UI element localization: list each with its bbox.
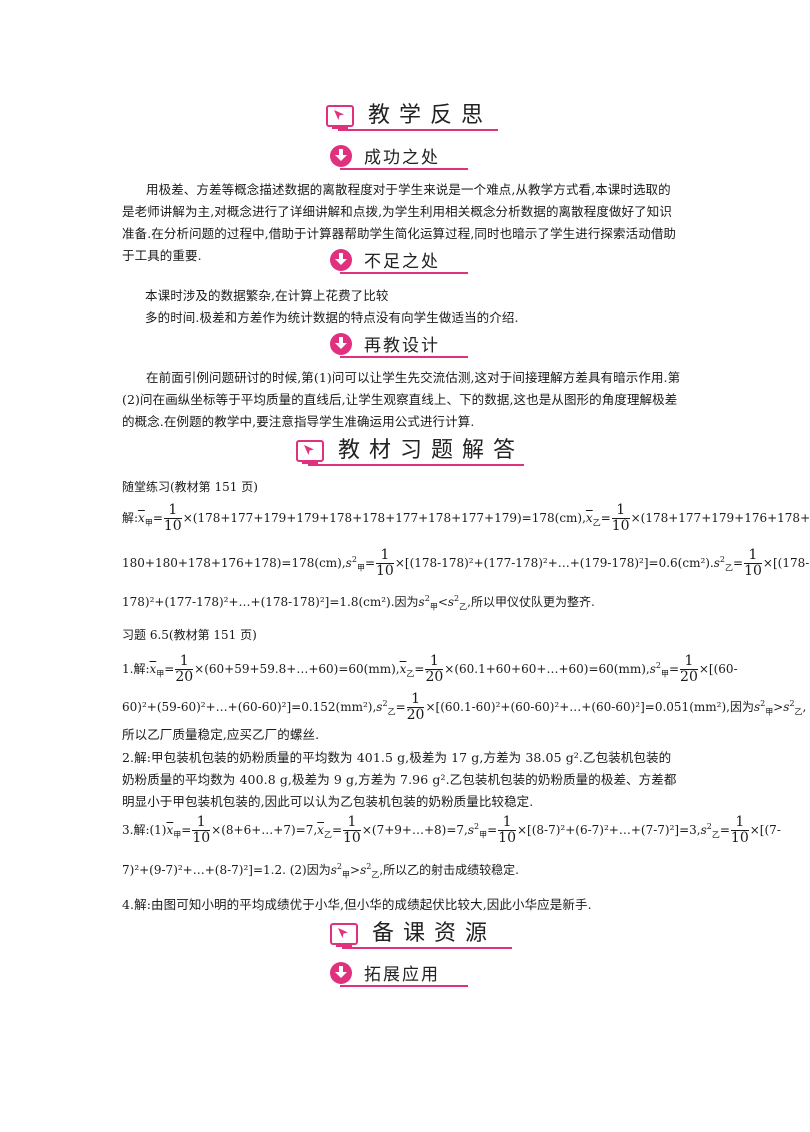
paragraph-shortcomings-2: 多的时间.极差和方差作为统计数据的特点没有向学生做适当的介绍. [145, 310, 519, 325]
paragraph-shortcomings-1: 本课时涉及的数据繁杂,在计算上花费了比较 [145, 288, 389, 303]
section-title: 教材习题解答 [338, 438, 525, 463]
section-header-textbook-answers: 教材习题解答 [296, 438, 526, 478]
sub-title: 成功之处 [364, 148, 440, 168]
section-underline [342, 947, 512, 949]
sub-title: 拓展应用 [364, 965, 440, 985]
section-underline [308, 464, 524, 466]
monitor-icon [326, 105, 354, 129]
paragraph-success: 用极差、方差等概念描述数据的离散程度对于学生来说是一个难点,从教学方式看,本课时… [122, 182, 677, 263]
sub-header-success: 成功之处 [330, 145, 480, 175]
sub-header-shortcomings: 不足之处 [330, 249, 480, 279]
section-title: 教学反思 [368, 103, 493, 128]
download-arrow-icon [330, 962, 352, 984]
exercise-heading-1: 随堂练习(教材第 151 页) [122, 480, 258, 494]
section-title: 备课资源 [372, 921, 497, 946]
sub-underline [340, 272, 468, 274]
sub-title: 不足之处 [364, 252, 440, 272]
monitor-icon [330, 923, 358, 947]
section-header-teaching-reflection: 教学反思 [326, 103, 506, 143]
solution-line-3: 178)²+(177-178)²+…+(178-178)²]=1.8(cm²).… [122, 594, 595, 612]
q2-solution: 2.解:甲包装机包装的奶粉质量的平均数为 401.5 g,极差为 17 g,方差… [122, 750, 677, 809]
sub-header-extended-application: 拓展应用 [330, 962, 480, 992]
q1-conclusion: 所以乙厂质量稳定,应买乙厂的螺丝. [122, 727, 320, 742]
paragraph-redesign: 在前面引例问题研讨的时候,第(1)问可以让学生先交流估测,这对于间接理解方差具有… [122, 370, 681, 429]
download-arrow-icon [330, 249, 352, 271]
sub-underline [340, 985, 468, 987]
q4-solution: 4.解:由图可知小明的平均成绩优于小华,但小华的成绩起伏比较大,因此小华应是新手… [122, 897, 592, 912]
sub-underline [340, 168, 468, 170]
q1-line-2: 60)²+(59-60)²+…+(60-60)²]=0.152(mm²),s2乙… [122, 691, 807, 723]
q3-line-2: 7)²+(9-7)²+…+(8-7)²]=1.2. (2)因为s2甲>s2乙,所… [122, 862, 519, 880]
download-arrow-icon [330, 333, 352, 355]
sub-header-redesign: 再教设计 [330, 333, 480, 363]
sub-title: 再教设计 [364, 336, 440, 356]
monitor-icon [296, 440, 324, 464]
sub-underline [340, 356, 468, 358]
download-arrow-icon [330, 145, 352, 167]
exercise-heading-2: 习题 6.5(教材第 151 页) [122, 628, 257, 642]
section-header-lesson-resources: 备课资源 [330, 921, 512, 961]
section-underline [338, 129, 498, 131]
